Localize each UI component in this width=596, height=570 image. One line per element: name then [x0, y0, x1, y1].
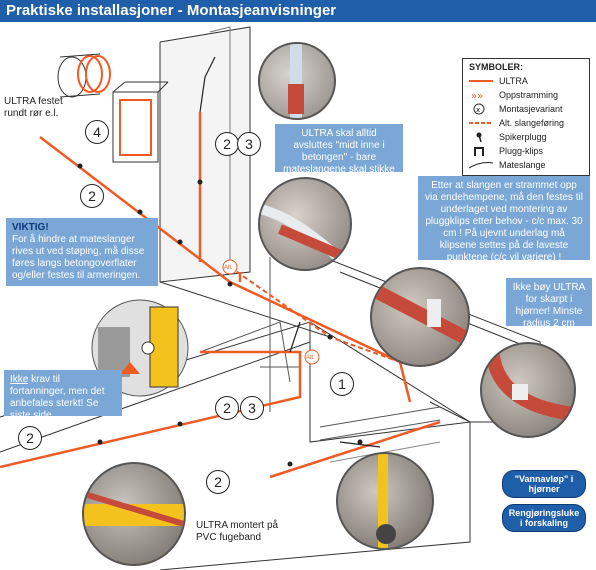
label-pvc: ULTRA montert på PVC fugeband [196, 520, 279, 543]
note-betongen: ULTRA skal alltid avsluttes "midt inne i… [275, 124, 403, 187]
legend-row-alt: Alt. slangeføring [469, 117, 589, 129]
marker-4: 4 [85, 120, 109, 144]
note-viktig: VIKTIG! For å hindre at mateslanger rive… [6, 218, 158, 286]
photo-hose-junction [258, 177, 352, 271]
dashed-line-icon [469, 122, 493, 124]
alt-label-2: Alt. [306, 355, 315, 361]
note-viktig-body: For å hindre at mateslanger rives ut ved… [12, 234, 145, 281]
marker-2: 2 [80, 184, 104, 208]
page-title: Praktiske installasjoner - Montasjeanvis… [0, 0, 596, 22]
legend-row-clip: Plugg-klips [469, 145, 589, 157]
ultra-line-icon [469, 80, 493, 82]
tightening-chevron-icon: »» [471, 91, 483, 101]
badge-vannavlop: "Vannavløp" i hjørner [502, 470, 586, 498]
alt-markers [222, 259, 320, 365]
label-ultra-festet: ULTRA festet rundt rør e.l. [4, 96, 63, 119]
form-box [112, 81, 169, 163]
legend-row-hose: Mateslange [469, 159, 589, 171]
marker-3: 3 [237, 132, 261, 156]
photo-corner-bend [480, 342, 576, 438]
nail-plug-icon [476, 132, 482, 143]
pipe-coil [57, 53, 111, 98]
legend-row-variant: x Montasjevariant [469, 103, 589, 115]
note-fortanninger-underline: Ikke [10, 374, 29, 385]
legend-row-nail: Spikerplugg [469, 131, 589, 143]
marker-2: 2 [18, 426, 42, 450]
legend-label: Montasjevariant [499, 104, 563, 114]
legend-label: ULTRA [499, 76, 528, 86]
marker-2: 2 [215, 132, 239, 156]
photo-pvc-joint [82, 462, 186, 566]
legend-label: Plugg-klips [499, 146, 544, 156]
ultra-lines [0, 112, 441, 479]
legend-label: Mateslange [499, 160, 546, 170]
photo-feed-hose-top [258, 42, 336, 120]
svg-text:x: x [476, 106, 480, 114]
note-fortanninger: Ikke krav til fortanninger, men det anbe… [4, 370, 122, 421]
concrete-outline [0, 26, 551, 570]
badge-rengjoring: Rengjøringsluke i forskaling [502, 504, 586, 532]
marker-1: 1 [330, 372, 354, 396]
note-viktig-title: VIKTIG! [12, 222, 49, 233]
marker-2: 2 [206, 470, 230, 494]
symbol-legend: SYMBOLER: ULTRA »» Oppstramming x Montas… [462, 58, 590, 176]
legend-row-tightening: »» Oppstramming [469, 89, 589, 101]
note-endehempene: Etter at slangen er strammet opp via end… [418, 176, 590, 263]
legend-label: Spikerplugg [499, 132, 547, 142]
clips [77, 163, 363, 467]
plug-clip-icon [474, 147, 484, 156]
feed-hose-icon [469, 162, 494, 169]
legend-row-ultra: ULTRA [469, 75, 589, 87]
legend-heading: SYMBOLER: [469, 62, 523, 72]
photo-plug-clip [370, 267, 470, 367]
marker-2: 2 [215, 396, 239, 420]
legend-label: Oppstramming [499, 90, 559, 100]
note-fortanninger-text: krav til fortanninger, men det anbefales… [10, 374, 105, 421]
installation-diagram: SYMBOLER: ULTRA »» Oppstramming x Montas… [0, 22, 596, 570]
marker-3: 3 [240, 396, 264, 420]
variant-x-circle-icon: x [473, 103, 485, 115]
photo-drain-corner [336, 452, 434, 550]
alt-label-1: Alt. [224, 265, 233, 271]
svg-text:»»: »» [471, 91, 483, 101]
legend-label: Alt. slangeføring [499, 118, 565, 128]
note-ikke-boy: Ikke bøy ULTRA for skarpt i hjørner! Min… [506, 278, 592, 329]
